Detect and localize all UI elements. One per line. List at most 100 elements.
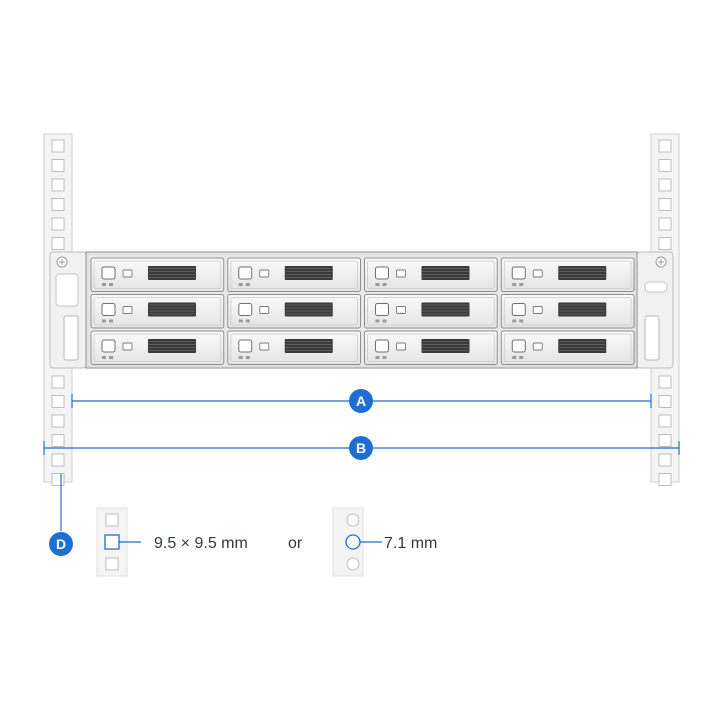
drive-vent-icon bbox=[421, 266, 470, 280]
rail-hole-icon bbox=[51, 375, 65, 389]
rail-hole-icon bbox=[51, 237, 65, 250]
rail-hole-icon bbox=[658, 178, 672, 192]
rail-hole-icon bbox=[658, 434, 672, 447]
right-power-button-icon bbox=[644, 281, 668, 293]
drive-lock-icon bbox=[532, 342, 543, 351]
right-rail-holes bbox=[658, 139, 672, 486]
drive-bay bbox=[500, 294, 635, 329]
drive-led-icon bbox=[245, 319, 250, 323]
drive-latch-icon bbox=[375, 303, 389, 316]
drive-vent-icon bbox=[148, 266, 196, 280]
drive-lock-icon bbox=[532, 269, 543, 278]
server-chassis bbox=[49, 251, 674, 369]
round-hole-highlight-icon bbox=[345, 534, 361, 550]
dimension-b: B bbox=[43, 436, 680, 460]
rail-hole-icon bbox=[658, 139, 672, 153]
rail-hole-icon bbox=[658, 395, 672, 408]
drive-bay bbox=[227, 294, 361, 329]
rail-hole-icon bbox=[658, 414, 672, 428]
callout-a-badge bbox=[349, 389, 373, 413]
drive-led-icon bbox=[109, 319, 113, 323]
square-hole-size-label: 9.5 × 9.5 mm bbox=[154, 535, 248, 552]
drive-latch-icon bbox=[238, 303, 253, 316]
drive-bay-grid bbox=[90, 257, 635, 365]
drive-led-icon bbox=[238, 319, 243, 323]
drive-led-icon bbox=[512, 356, 517, 359]
left-ear-label-plate bbox=[55, 273, 79, 307]
rail-hole-icon bbox=[658, 159, 672, 172]
drive-led-icon bbox=[519, 319, 524, 323]
rail-hole-icon bbox=[658, 453, 672, 467]
drive-vent-icon bbox=[558, 302, 607, 317]
rail-hole-icon bbox=[51, 159, 65, 172]
rail-hole-icon bbox=[51, 198, 65, 211]
round-hole-size-label: 7.1 mm bbox=[384, 535, 437, 552]
drive-bay bbox=[90, 330, 225, 365]
drive-bay bbox=[500, 257, 635, 292]
drive-latch-icon bbox=[511, 266, 526, 280]
drive-latch-icon bbox=[375, 266, 389, 280]
drive-latch-icon bbox=[101, 339, 116, 353]
square-hole-icon bbox=[105, 513, 119, 527]
rail-hole-icon bbox=[658, 237, 672, 250]
drive-vent-icon bbox=[148, 339, 196, 353]
rail-hole-icon bbox=[658, 217, 672, 231]
drive-bay bbox=[364, 330, 498, 365]
drive-led-icon bbox=[512, 283, 517, 286]
drive-lock-icon bbox=[122, 342, 133, 351]
drive-led-icon bbox=[382, 283, 387, 286]
rail-hole-icon bbox=[51, 395, 65, 408]
drive-led-icon bbox=[109, 356, 113, 359]
drive-led-icon bbox=[102, 319, 106, 323]
rail-hole-icon bbox=[658, 473, 672, 486]
callout-d-badge bbox=[49, 532, 73, 556]
rail-hole-icon bbox=[51, 453, 65, 467]
rail-hole-icon bbox=[51, 217, 65, 231]
drive-latch-icon bbox=[511, 339, 526, 353]
callout-d-label: D bbox=[56, 536, 66, 552]
rail-hole-icon bbox=[51, 139, 65, 153]
drive-latch-icon bbox=[375, 339, 389, 353]
drive-led-icon bbox=[375, 319, 380, 323]
drive-lock-icon bbox=[396, 269, 406, 278]
drive-bay bbox=[227, 330, 361, 365]
drive-vent-icon bbox=[284, 266, 333, 280]
round-hole-icon bbox=[346, 513, 360, 527]
right-handle bbox=[644, 315, 660, 361]
drive-lock-icon bbox=[532, 306, 543, 314]
drive-vent-icon bbox=[284, 339, 333, 353]
drive-led-icon bbox=[512, 319, 517, 323]
drive-lock-icon bbox=[396, 342, 406, 351]
callout-b-badge bbox=[349, 436, 373, 460]
square-hole-icon bbox=[105, 557, 119, 571]
callout-a-label: A bbox=[356, 393, 366, 409]
rail-hole-icon bbox=[51, 434, 65, 447]
drive-latch-icon bbox=[101, 266, 116, 280]
rail-hole-icon bbox=[658, 375, 672, 389]
drive-vent-icon bbox=[148, 302, 196, 317]
square-hole-highlight-icon bbox=[104, 534, 120, 550]
drive-bay bbox=[364, 294, 498, 329]
drive-led-icon bbox=[109, 283, 113, 286]
drive-vent-icon bbox=[558, 266, 607, 280]
drive-vent-icon bbox=[558, 339, 607, 353]
drive-bay bbox=[227, 257, 361, 292]
drive-led-icon bbox=[519, 356, 524, 359]
drive-led-icon bbox=[519, 283, 524, 286]
drive-lock-icon bbox=[259, 269, 270, 278]
drive-led-icon bbox=[382, 319, 387, 323]
drive-bay bbox=[90, 294, 225, 329]
rail-hole-icon bbox=[658, 198, 672, 211]
rail-hole-icon bbox=[51, 178, 65, 192]
drive-bay bbox=[364, 257, 498, 292]
drive-lock-icon bbox=[122, 269, 133, 278]
drive-led-icon bbox=[102, 283, 106, 286]
drive-bay bbox=[500, 330, 635, 365]
drive-lock-icon bbox=[259, 306, 270, 314]
drive-latch-icon bbox=[238, 266, 253, 280]
right-rack-ear bbox=[636, 251, 674, 369]
drive-latch-icon bbox=[238, 339, 253, 353]
round-hole-icon bbox=[346, 557, 360, 571]
left-rack-ear bbox=[49, 251, 87, 369]
